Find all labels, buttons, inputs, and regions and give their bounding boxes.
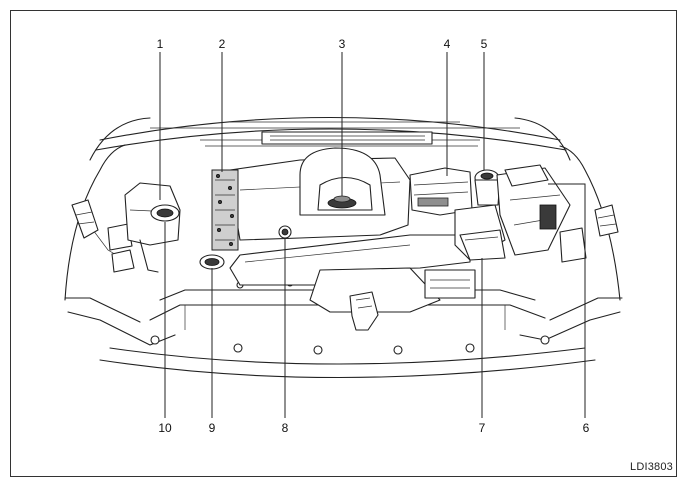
callout-labels: 1 2 3 4 5 6 7 8 9 10 <box>157 37 590 435</box>
callout-10: 10 <box>158 421 172 435</box>
engine-cover <box>229 147 411 241</box>
callout-7: 7 <box>479 421 486 435</box>
callout-4: 4 <box>444 37 451 51</box>
hood-outline <box>89 116 571 161</box>
battery <box>496 164 571 256</box>
callout-2: 2 <box>219 37 226 51</box>
fuse-box <box>454 204 506 261</box>
washer-cap <box>199 254 225 270</box>
air-cleaner-box <box>409 167 473 216</box>
figure-code: LDI3803 <box>630 461 673 473</box>
callout-8: 8 <box>282 421 289 435</box>
callout-3: 3 <box>339 37 346 51</box>
callout-5: 5 <box>481 37 488 51</box>
callout-9: 9 <box>209 421 216 435</box>
leader-lines <box>159 52 586 418</box>
power-steering-cap <box>278 225 292 239</box>
left-fender <box>64 144 176 346</box>
callout-1: 1 <box>157 37 164 51</box>
callout-6: 6 <box>583 421 590 435</box>
engine-side-panel <box>211 169 239 251</box>
coolant-reservoir <box>124 182 181 273</box>
right-fender <box>519 145 623 341</box>
brake-fluid-reservoir <box>474 169 501 206</box>
air-intake-duct <box>229 234 476 331</box>
figure-frame <box>10 10 677 477</box>
